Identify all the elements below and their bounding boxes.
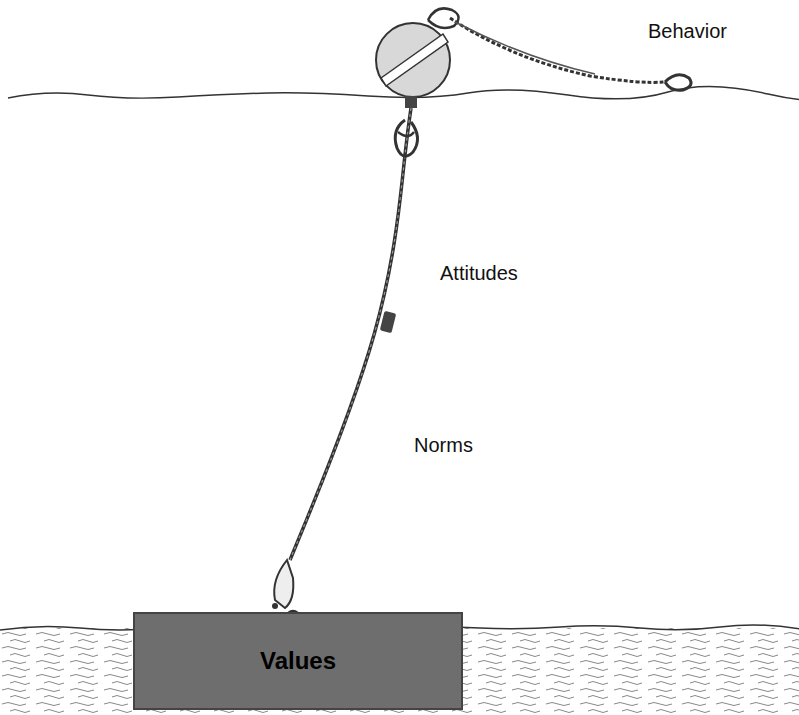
anchor-rope — [290, 108, 411, 560]
anchor-block: Values — [133, 612, 463, 710]
mooring-line — [455, 22, 595, 74]
buoy-fitting — [405, 96, 417, 108]
rope-knot — [395, 120, 417, 156]
layer-label: Attitudes — [440, 262, 518, 285]
rope-twist — [290, 108, 411, 560]
rope-sleeve — [380, 311, 396, 333]
mooring-line — [450, 18, 665, 82]
layer-label: Behavior — [648, 20, 727, 43]
block-label: Values — [260, 647, 336, 675]
rope-knot — [398, 132, 414, 136]
buoy — [376, 23, 450, 97]
shackle — [274, 560, 293, 608]
buoy-stripe — [381, 34, 448, 86]
rope-loop — [665, 75, 691, 91]
shackle-pin — [272, 603, 278, 609]
buoy-shackle — [428, 8, 459, 28]
layer-label: Norms — [414, 434, 473, 457]
anchor-rope — [290, 108, 411, 560]
